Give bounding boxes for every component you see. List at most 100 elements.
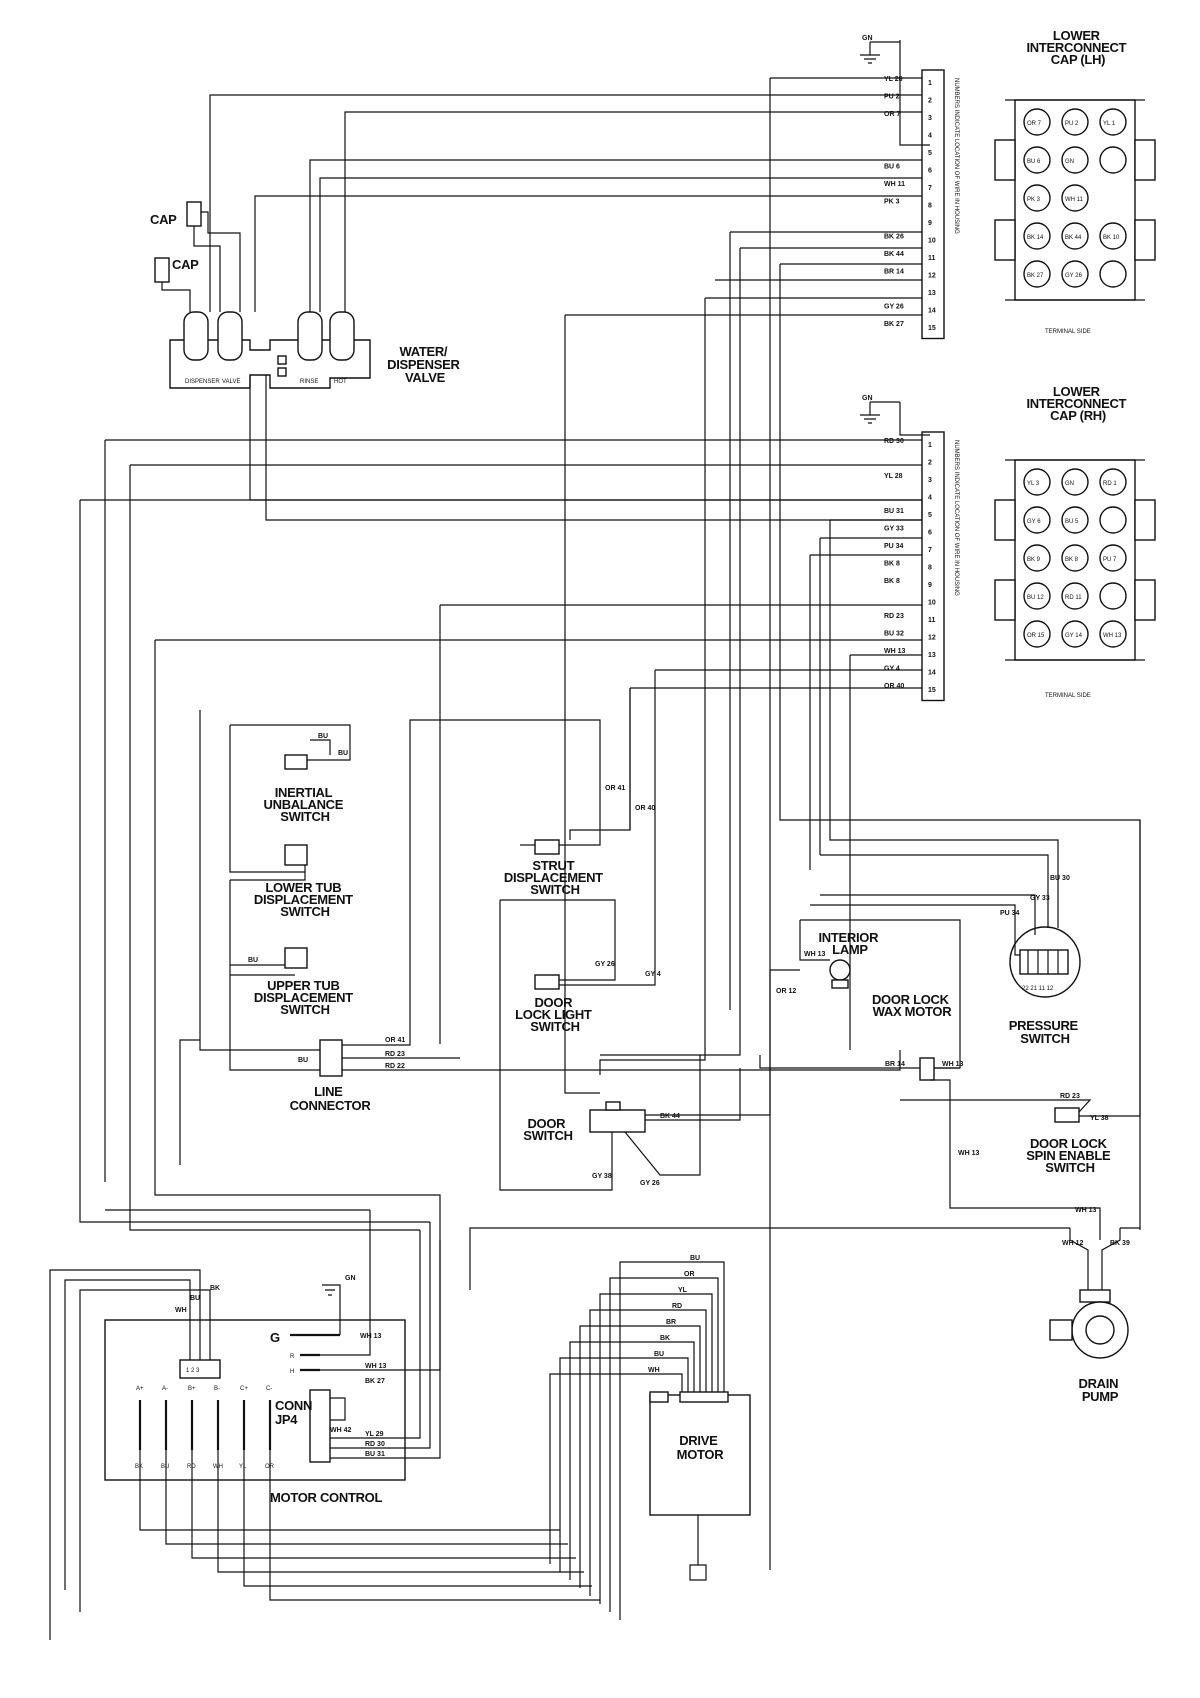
svg-text:GN: GN [862,395,873,402]
motor-wire-label: RD [672,1303,682,1310]
phase-label: A+ [136,1386,144,1392]
cap-rail [1005,459,1145,661]
terminal-pin-number: 6 [928,168,932,175]
cap-cavity [1061,468,1089,496]
cap-cavity [1023,620,1051,648]
svg-text:BK 39: BK 39 [1110,1240,1130,1247]
svg-text:GY 26: GY 26 [595,961,615,968]
svg-text:BK: BK [210,1285,220,1292]
cap-cavity [1061,146,1089,174]
terminal-wire-label: GY 26 [884,304,904,311]
svg-text:YL 38: YL 38 [1090,1115,1109,1122]
terminal-wire-label: PU 2 [884,94,900,101]
lh-bus-wires [564,77,1141,1570]
terminal-pin-number: 14 [928,670,936,677]
cap-cavity [1061,544,1089,572]
terminal-pin-number: 8 [928,565,932,572]
cap-cavity [1023,582,1051,610]
terminal-pin-number: 4 [928,495,932,502]
lower-tub-displacement-switch [229,844,308,976]
cap-cavity [1023,184,1051,212]
cap-cavity [1099,620,1127,648]
wax-motor-label: DOOR LOCK WAX MOTOR [872,992,952,1019]
line-connector: OR 41 RD 23 RD 22 BU [298,719,901,1077]
door-lock-spin-label: DOOR LOCK SPIN ENABLE SWITCH [1026,1136,1113,1175]
svg-text:WH 13: WH 13 [1075,1207,1097,1214]
terminal-pin-number: 3 [928,115,932,122]
cap-tab [994,579,1016,621]
terminal-wire-label: WH 13 [884,648,906,655]
cap-cavity [1061,260,1089,288]
cap-cavity [1061,108,1089,136]
motor-control-phases: A+BKA-BUB+RDB-WHC+YLC-OR [135,1386,600,1601]
cap-cavity [1099,468,1127,496]
motor-wire [619,1261,725,1620]
svg-text:GY 38: GY 38 [592,1173,612,1180]
door-lock-light-switch: GY 26 GY 4 [499,899,661,1191]
cap-cavity-label: BU 5 [1065,519,1079,525]
terminal-pin-number: 5 [928,150,932,157]
cap-tab [1134,499,1156,541]
motor-control-board: 1 2 3 BU BK WH G R H GN WH 13 WH 13 BK 2… [49,1210,441,1640]
phase-label: B- [214,1386,220,1392]
motor-wire [549,1373,683,1564]
cap-cavity-label: BK 44 [1065,235,1082,241]
wire [79,1210,430,1223]
phase-wire-color: BK [135,1464,143,1470]
motor-control-label: MOTOR CONTROL [270,1490,382,1505]
terminal-housing [921,69,945,340]
terminal-side-rh: TERMINAL SIDE [1045,693,1091,699]
motor-wire [609,1277,719,1612]
rh-bus-wires [79,439,922,1210]
svg-text:BU: BU [298,1057,308,1064]
svg-text:WH 42: WH 42 [330,1427,352,1434]
interior-lamp-label: INTERIOR LAMP [818,930,881,957]
cap-cavity-label: GY 26 [1065,273,1083,279]
door-lock-spin-enable-switch: RD 23 YL 38 [900,820,1141,1123]
cap-cavity-label: GN [1065,159,1074,165]
svg-text:CONN: CONN [275,1398,312,1413]
svg-text:WH 13: WH 13 [958,1150,980,1157]
cap-cavity-label: PU 2 [1065,121,1079,127]
motor-wire [579,1325,701,1588]
svg-text:OR 40: OR 40 [635,805,655,812]
cap-cavity [1061,620,1089,648]
svg-text:PU 34: PU 34 [1000,910,1020,917]
cap-cavity-label: WH 13 [1103,633,1122,639]
terminal-wire-label: BU 6 [884,164,900,171]
cap-cavity-label: PU 7 [1103,557,1117,563]
cap-cavity [1099,222,1127,250]
terminal-pin-number: 2 [928,460,932,467]
svg-text:OR 41: OR 41 [385,1037,405,1044]
cap-cavity [1061,582,1089,610]
terminal-pin-number: 1 [928,80,932,87]
line-connector-label: LINE CONNECTOR [290,1084,372,1113]
terminal-pin-number: 11 [928,617,936,624]
valve-wires [161,94,923,521]
svg-text:RD 22: RD 22 [385,1063,405,1070]
cap-lh-title: LOWER INTERCONNECT CAP (LH) [1027,28,1130,67]
cap-cavity-label: BU 6 [1027,159,1041,165]
terminal-pin-number: 1 [928,442,932,449]
motor-wire-label: BR [666,1319,676,1326]
svg-text:22 21 11 12: 22 21 11 12 [1022,986,1054,992]
terminal-pin-number: 12 [928,635,936,642]
cap-cavity-label: OR 7 [1027,121,1042,127]
svg-text:BU: BU [338,750,348,757]
svg-text:RD 23: RD 23 [1060,1093,1080,1100]
cap-cavity [1099,146,1127,174]
svg-text:BU: BU [248,957,258,964]
motor-wire-label: BK [660,1335,670,1342]
cap-cavity [1023,468,1051,496]
cap-cavity [1023,222,1051,250]
cap-cavity-label: GN [1065,481,1074,487]
terminal-wire-label: BK 27 [884,321,904,328]
cap-tab [994,499,1016,541]
svg-text:WH: WH [175,1307,187,1314]
phase-wire-color: YL [239,1464,247,1470]
cap-label: CAP [172,257,199,272]
pressure-switch-label: PRESSURE SWITCH [1009,1018,1081,1046]
